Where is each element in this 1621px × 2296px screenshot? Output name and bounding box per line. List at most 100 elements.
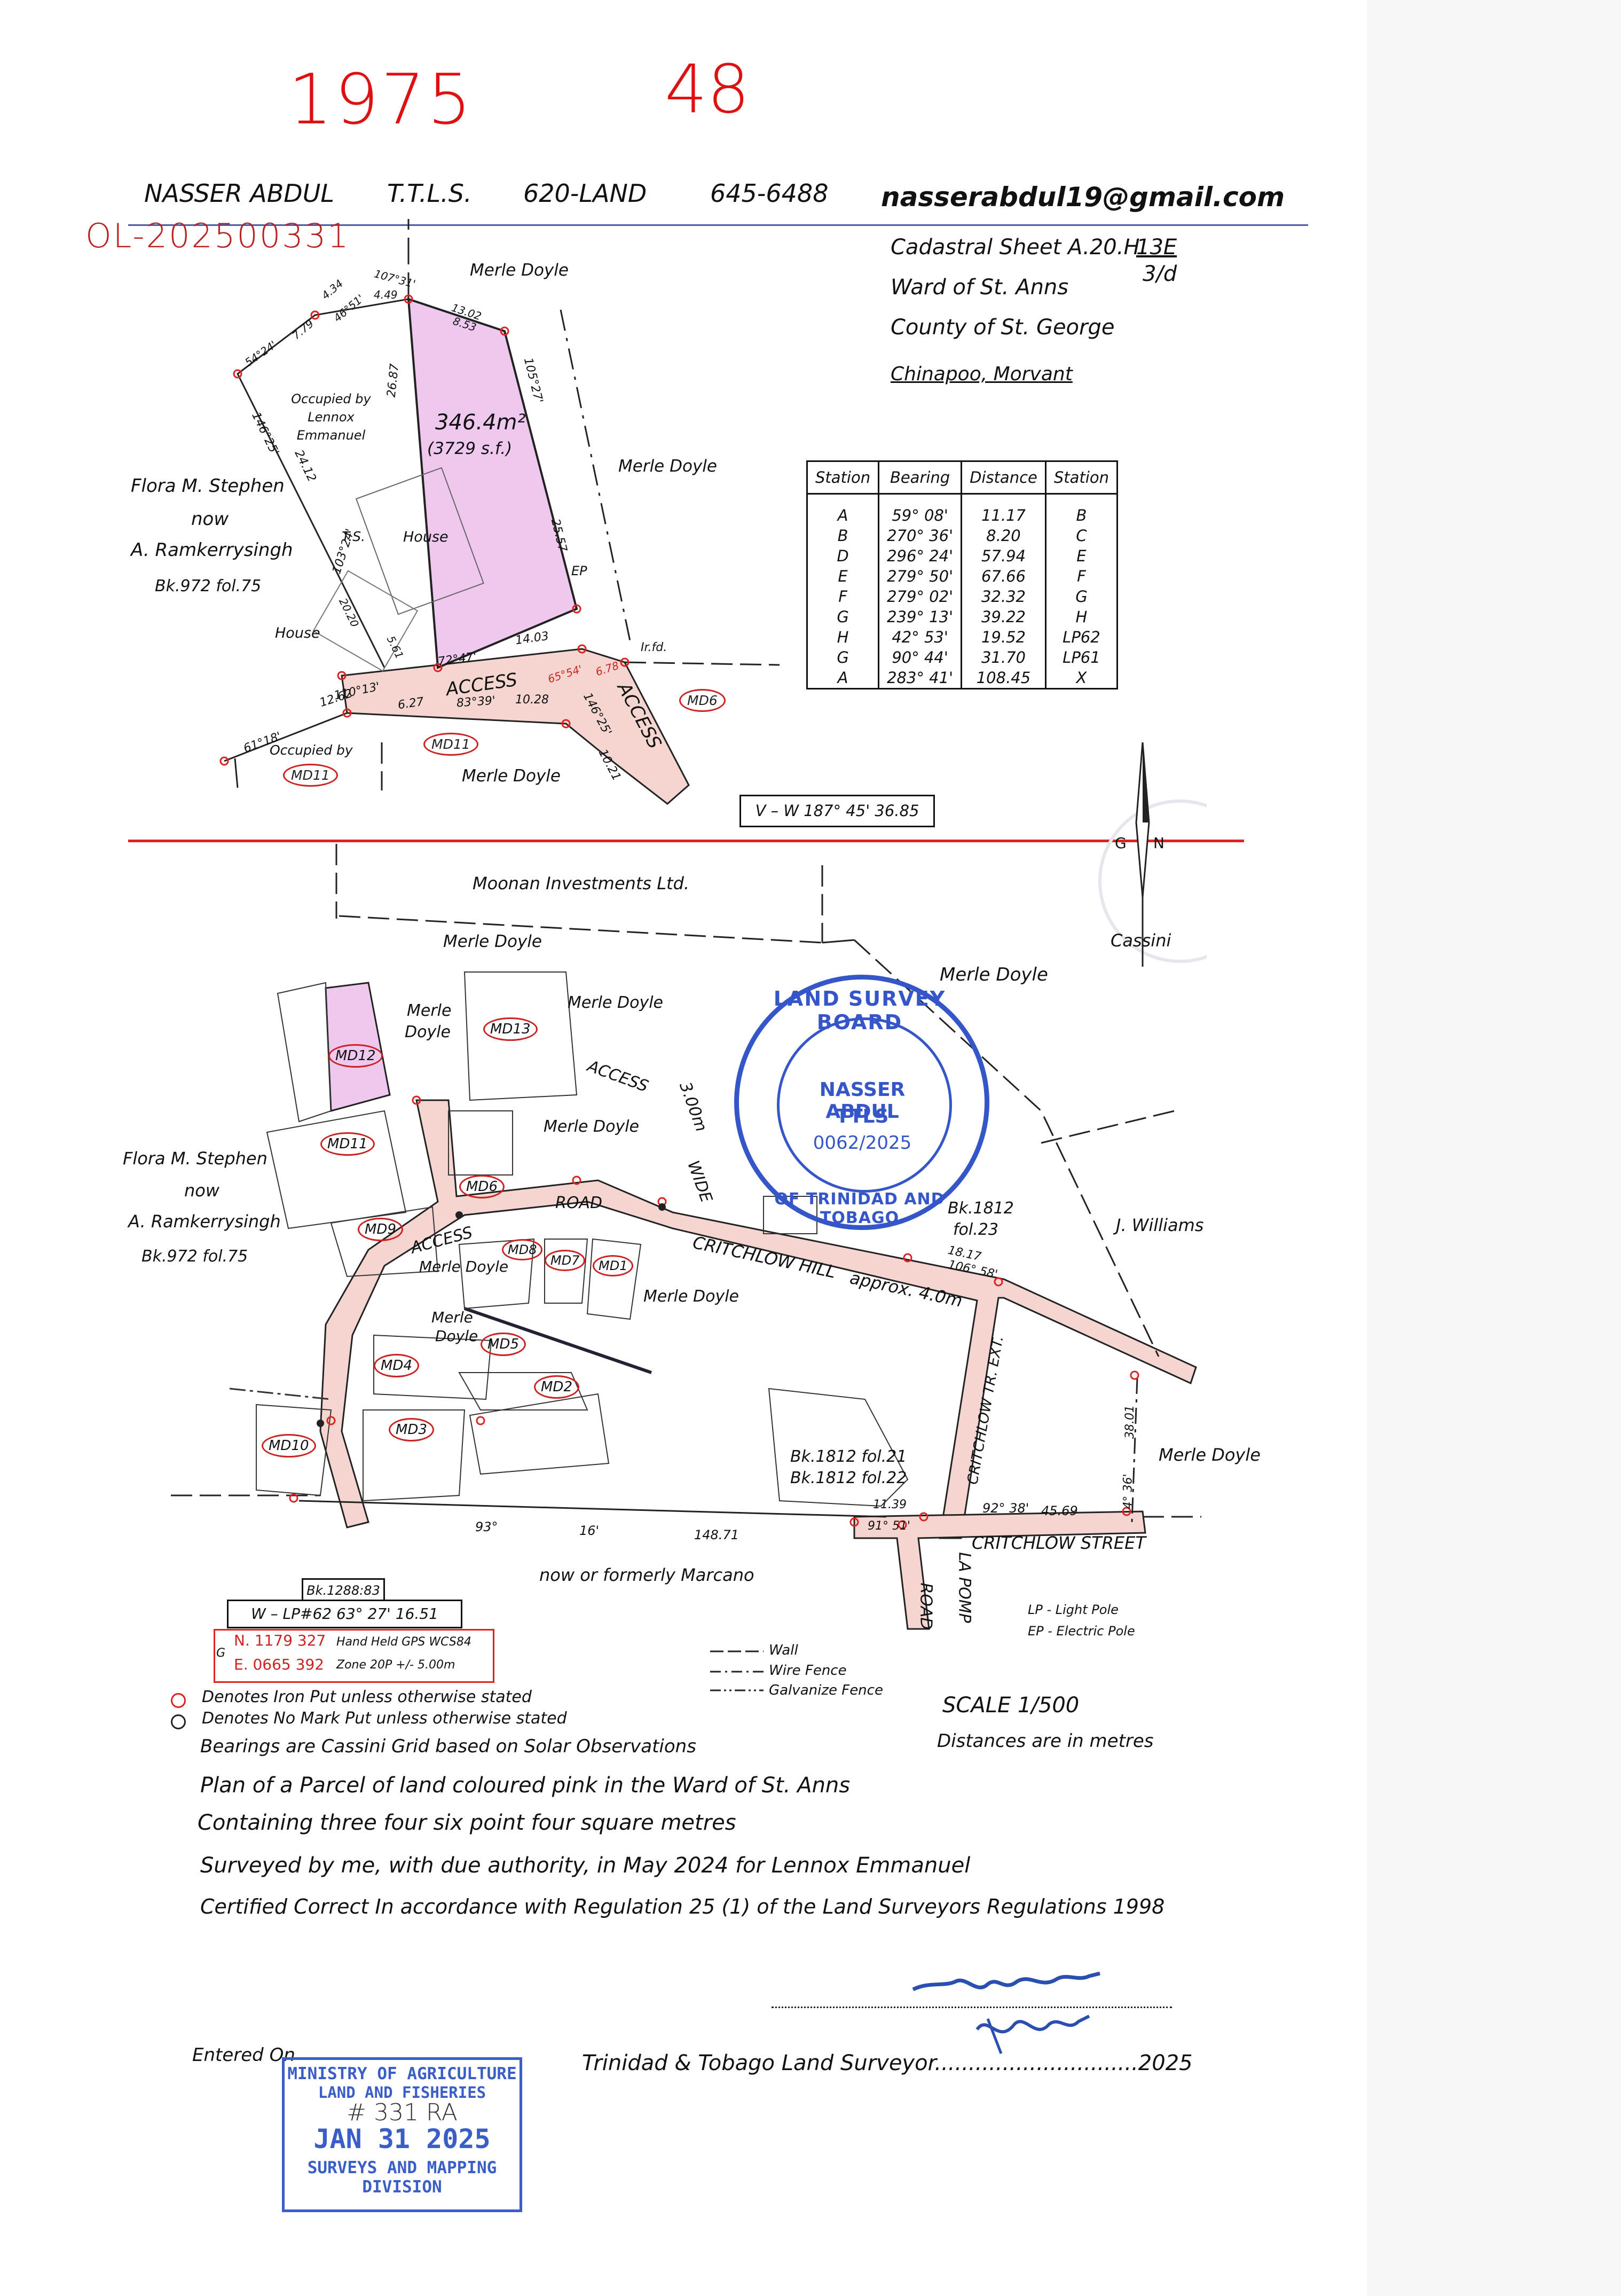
iron-put-symbol: [171, 1693, 186, 1708]
table-cell: E: [1044, 546, 1118, 566]
boundary-line: [853, 939, 1160, 1357]
table-cell: G: [806, 647, 880, 668]
flora-line2: now: [184, 1180, 220, 1201]
merle-label: Merle: [407, 1001, 452, 1020]
boundary-line: [298, 1500, 887, 1518]
dimension-label: 16': [579, 1523, 600, 1538]
cadastral-sheet: Cadastral Sheet A.20.H.: [891, 235, 1147, 260]
parcel-area-imperial: (3729 s.f.): [427, 439, 513, 458]
ministry-stamp: MINISTRY OF AGRICULTURE LAND AND FISHERI…: [282, 2057, 522, 2212]
parcel-md9: MD9: [358, 1218, 403, 1241]
parcel-area: 346.4m²: [435, 410, 526, 435]
neighbour-west-line1: Flora M. Stephen: [131, 475, 285, 497]
table-cell: H: [1044, 607, 1118, 627]
ministry-date: JAN 31 2025: [313, 2123, 491, 2154]
dimension-label: 11.39: [873, 1498, 907, 1511]
ministry-handnote: # 331 RA: [347, 2099, 458, 2126]
legend-electric-pole: EP - Electric Pole: [1028, 1624, 1135, 1639]
neighbour-merle-doyle: Merle Doyle: [419, 1258, 509, 1275]
critchlow-street-label: CRITCHLOW STREET: [972, 1533, 1146, 1553]
dimension-label: 92° 38': [982, 1501, 1029, 1516]
surveyor-signature: [912, 1971, 1100, 2054]
table-cell: 90° 44': [878, 647, 963, 668]
boundary-west: [237, 298, 409, 668]
neighbour-north: Merle Doyle: [470, 261, 569, 280]
neighbour-east: Merle Doyle: [618, 457, 717, 476]
dimension-label: 91° 51': [868, 1519, 911, 1533]
flora-line1: Flora M. Stephen: [123, 1148, 267, 1169]
neighbour-merle-doyle: Merle Doyle: [643, 1287, 739, 1306]
stamp-outer-top: LAND SURVEY BOARD: [773, 987, 946, 1034]
boundary-line: [234, 758, 239, 788]
cassini-label: Cassini: [1111, 930, 1171, 951]
critchlow-street: [853, 1510, 1146, 1630]
occupant-label: Occupied by Lennox Emmanuel: [291, 391, 371, 443]
gps-east: E. 0665 392: [234, 1656, 325, 1673]
dimension-label: 93°: [475, 1519, 498, 1534]
handwritten-number-left: 1975: [288, 59, 474, 140]
gps-north: N. 1179 327: [234, 1632, 326, 1649]
legend-wall: Wall: [769, 1642, 798, 1658]
bottom-plan-drawing: [171, 844, 1201, 1630]
north-arrow-g: G: [1115, 834, 1127, 852]
iron-put-markers: [219, 294, 629, 766]
table-cell: 19.52: [961, 627, 1046, 647]
stamp-name: NASSER ABDUL: [819, 1079, 906, 1123]
table-cell: 279° 50': [878, 566, 963, 586]
bk1812-label: Bk.1812: [948, 1199, 1014, 1218]
light-pole-markers: [317, 1203, 666, 1427]
table-cell: 270° 36': [878, 526, 963, 546]
entered-on-label: Entered On: [192, 2044, 295, 2066]
sheet-sub: 3/d: [1143, 262, 1177, 286]
handwritten-number-right: 48: [665, 51, 750, 128]
top-plan-drawing: [219, 219, 780, 805]
scan-margin: [1367, 0, 1621, 2296]
place-name: Chinapoo, Morvant: [891, 363, 1073, 385]
gps-prefix: G: [216, 1647, 226, 1660]
surveyor-name: NASSER ABDUL: [144, 179, 335, 208]
surveyor-title: T.T.L.S.: [387, 179, 472, 208]
land-surveyor-line: Trinidad & Tobago Land Surveyor.........…: [582, 2051, 1193, 2075]
table-cell: A: [806, 493, 880, 526]
boundary-line: [822, 939, 855, 944]
house-outline-west: [312, 570, 419, 672]
table-cell: 39.22: [961, 607, 1046, 627]
house-label: House: [403, 529, 448, 545]
j-williams: J. Williams: [1116, 1215, 1204, 1235]
table-cell: F: [1044, 566, 1118, 586]
dimension-label: 38.01: [1123, 1405, 1137, 1439]
table-cell: 59° 08': [878, 493, 963, 526]
legend-lines: [710, 1650, 764, 1691]
legend-light-pole: LP - Light Pole: [1028, 1602, 1119, 1617]
stamp-ttls: TTLS: [836, 1106, 889, 1127]
occupied-by-label: Occupied by: [270, 742, 353, 758]
table-cell: F: [806, 586, 880, 607]
parcel-md5: MD5: [481, 1333, 526, 1356]
land-survey-board-stamp-inner: [777, 1017, 952, 1193]
dimension-label: 4° 36': [1121, 1474, 1135, 1509]
table-header: Station: [1044, 460, 1118, 495]
parcel-md11: MD11: [320, 1132, 375, 1156]
doyle-label: Doyle: [405, 1023, 451, 1041]
parcel-md3: MD3: [389, 1418, 434, 1441]
table-cell: E: [806, 566, 880, 586]
table-cell: 279° 02': [878, 586, 963, 607]
boundary-line: [229, 1388, 332, 1400]
parcel-md13: MD13: [483, 1017, 538, 1041]
ir-fd-label: Ir.fd.: [641, 641, 667, 654]
table-cell: D: [806, 546, 880, 566]
handwritten-reference: OL-202500331: [85, 216, 350, 255]
table-cell: LP61: [1044, 647, 1118, 668]
ward-name: Ward of St. Anns: [891, 275, 1069, 300]
north-arrow-n: N: [1153, 834, 1164, 852]
road-vertical-label: ROAD: [916, 1582, 935, 1630]
parcel-md8: MD8: [502, 1239, 543, 1260]
parcel-md7: MD7: [545, 1250, 586, 1271]
boundary-line: [224, 712, 348, 762]
bearings-note: Bearings are Cassini Grid based on Solar…: [200, 1736, 696, 1757]
neighbour-merle-doyle: Merle Doyle: [568, 993, 664, 1012]
ministry-line4: DIVISION: [362, 2177, 442, 2197]
boundary-line: [1131, 1377, 1138, 1523]
